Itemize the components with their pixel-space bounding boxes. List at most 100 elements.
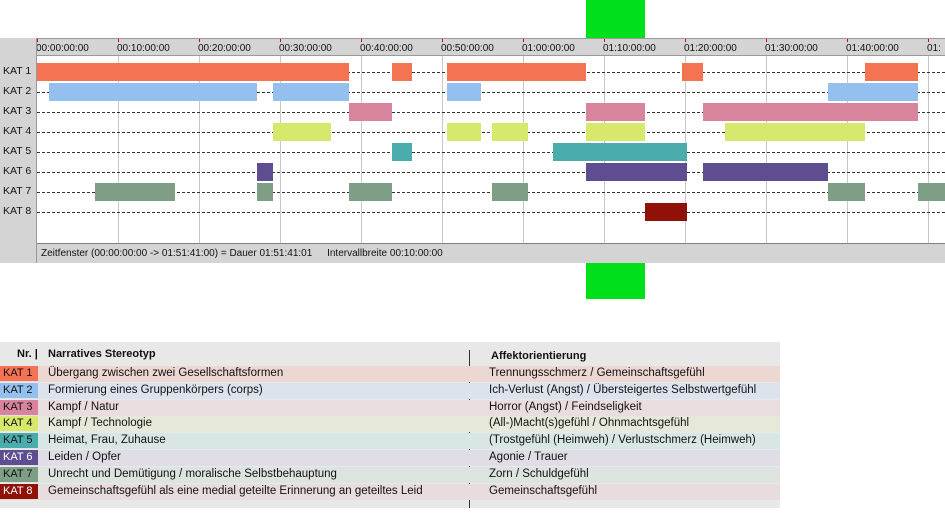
grid-line (523, 56, 524, 243)
category-segment[interactable] (724, 123, 865, 141)
legend-header-nr: Nr. | (17, 348, 38, 360)
category-segment[interactable] (446, 123, 481, 141)
category-segment[interactable] (552, 143, 687, 161)
grid-line (442, 56, 443, 243)
category-segment[interactable] (272, 83, 349, 101)
category-segment[interactable] (918, 183, 945, 201)
row-label: KAT 4 (3, 125, 32, 137)
legend-table: Nr. | Narratives Stereotyp Affektorienti… (0, 342, 780, 508)
grid-line (118, 56, 119, 243)
affect-text: Ich-Verlust (Angst) / Übersteigertes Sel… (489, 383, 757, 396)
category-segment[interactable] (256, 183, 273, 201)
category-segment[interactable] (94, 183, 175, 201)
tick-mark (523, 39, 524, 42)
legend-header-affekt: Affektorientierung (491, 350, 587, 362)
stereotype-text: Formierung eines Gruppenkörpers (corps) (48, 383, 263, 396)
category-segment[interactable] (586, 123, 646, 141)
category-segment[interactable] (348, 183, 392, 201)
legend-row: KAT 5 Heimat, Frau, Zuhause (Trostgefühl (… (0, 433, 780, 450)
stereotype-text: Leiden / Opfer (48, 451, 121, 463)
tick-label: 01:00:00:00 (522, 43, 575, 54)
category-segment[interactable] (272, 123, 332, 141)
grid-line (361, 56, 362, 243)
category-segment[interactable] (702, 103, 919, 121)
category-segment[interactable] (37, 63, 349, 81)
row-line (37, 152, 945, 153)
row-line (37, 172, 945, 173)
row-line (37, 192, 945, 193)
tick-mark (928, 39, 929, 42)
category-segment[interactable] (645, 203, 687, 221)
tick-label: 01:30:00:00 (765, 43, 818, 54)
tick-mark (118, 39, 119, 42)
category-segment[interactable] (492, 183, 528, 201)
row-label: KAT 1 (3, 65, 32, 77)
category-segment[interactable] (256, 163, 273, 181)
stereotype-text: Unrecht und Demütigung / moralische Selb… (48, 467, 337, 480)
row-line (37, 112, 945, 113)
category-code-badge: KAT 5 (0, 433, 38, 449)
affect-text: Trennungsschmerz / Gemeinschaftsgefühl (489, 367, 705, 379)
grid-line (928, 56, 929, 243)
category-segment[interactable] (586, 163, 687, 181)
row-line (37, 132, 945, 133)
affect-text: Agonie / Trauer (489, 451, 568, 463)
category-segment[interactable] (828, 83, 919, 101)
category-segment[interactable] (446, 83, 481, 101)
category-segment[interactable] (702, 163, 829, 181)
row-label: KAT 5 (3, 145, 32, 157)
category-segment[interactable] (828, 183, 865, 201)
category-code-badge: KAT 6 (0, 450, 38, 465)
row-label: KAT 6 (3, 165, 32, 177)
category-segment[interactable] (586, 103, 646, 121)
affect-text: Horror (Angst) / Feindseligkeit (489, 400, 642, 413)
row-line (37, 212, 945, 213)
grid-line (766, 56, 767, 243)
tick-mark (604, 39, 605, 42)
tick-mark (766, 39, 767, 42)
affect-text: (Trostgefühl (Heimweh) / Verlustschmerz … (489, 434, 756, 447)
tick-mark (280, 39, 281, 42)
affect-text: Zorn / Schuldgefühl (489, 467, 589, 480)
stereotype-text: Kampf / Natur (48, 400, 119, 413)
legend-row: KAT 7 Unrecht und Demütigung / moralische… (0, 466, 780, 483)
tick-mark (361, 39, 362, 42)
interval-width-text: Intervallbreite 00:10:00:00 (327, 248, 443, 259)
category-segment[interactable] (446, 63, 587, 81)
category-segment[interactable] (864, 63, 919, 81)
category-code-badge: KAT 2 (0, 382, 38, 398)
tick-label: 00:40:00:00 (360, 43, 413, 54)
category-code-badge: KAT 7 (0, 466, 38, 482)
category-code-badge: KAT 8 (0, 483, 38, 499)
affect-text: (All-)Macht(s)gefühl / Ohnmachtsgefühl (489, 417, 690, 430)
tick-label: 00:10:00:00 (117, 43, 170, 54)
stereotype-text: Heimat, Frau, Zuhause (48, 434, 166, 447)
category-segment[interactable] (681, 63, 703, 81)
category-segment[interactable] (492, 123, 528, 141)
tick-mark (37, 39, 38, 42)
tick-label: 01:20:00:00 (684, 43, 737, 54)
tick-mark (442, 39, 443, 42)
green-marker-bottom (586, 263, 645, 299)
category-segment[interactable] (348, 103, 392, 121)
tick-label: 01:40:00:00 (846, 43, 899, 54)
category-segment[interactable] (391, 63, 413, 81)
row-label: KAT 8 (3, 205, 32, 217)
tick-label: 00:30:00:00 (279, 43, 332, 54)
green-marker-top (586, 0, 645, 38)
category-segment[interactable] (391, 143, 413, 161)
stereotype-text: Übergang zwischen zwei Gesellschaftsform… (48, 367, 284, 379)
row-label: KAT 2 (3, 85, 32, 97)
time-window-text: Zeitfenster (00:00:00:00 -> 01:51:41:00)… (41, 248, 313, 259)
row-label: KAT 7 (3, 185, 32, 197)
legend-header-stereotyp: Narratives Stereotyp (48, 348, 156, 360)
tick-mark (685, 39, 686, 42)
tick-mark (847, 39, 848, 42)
grid-line (199, 56, 200, 243)
category-segment[interactable] (49, 83, 257, 101)
